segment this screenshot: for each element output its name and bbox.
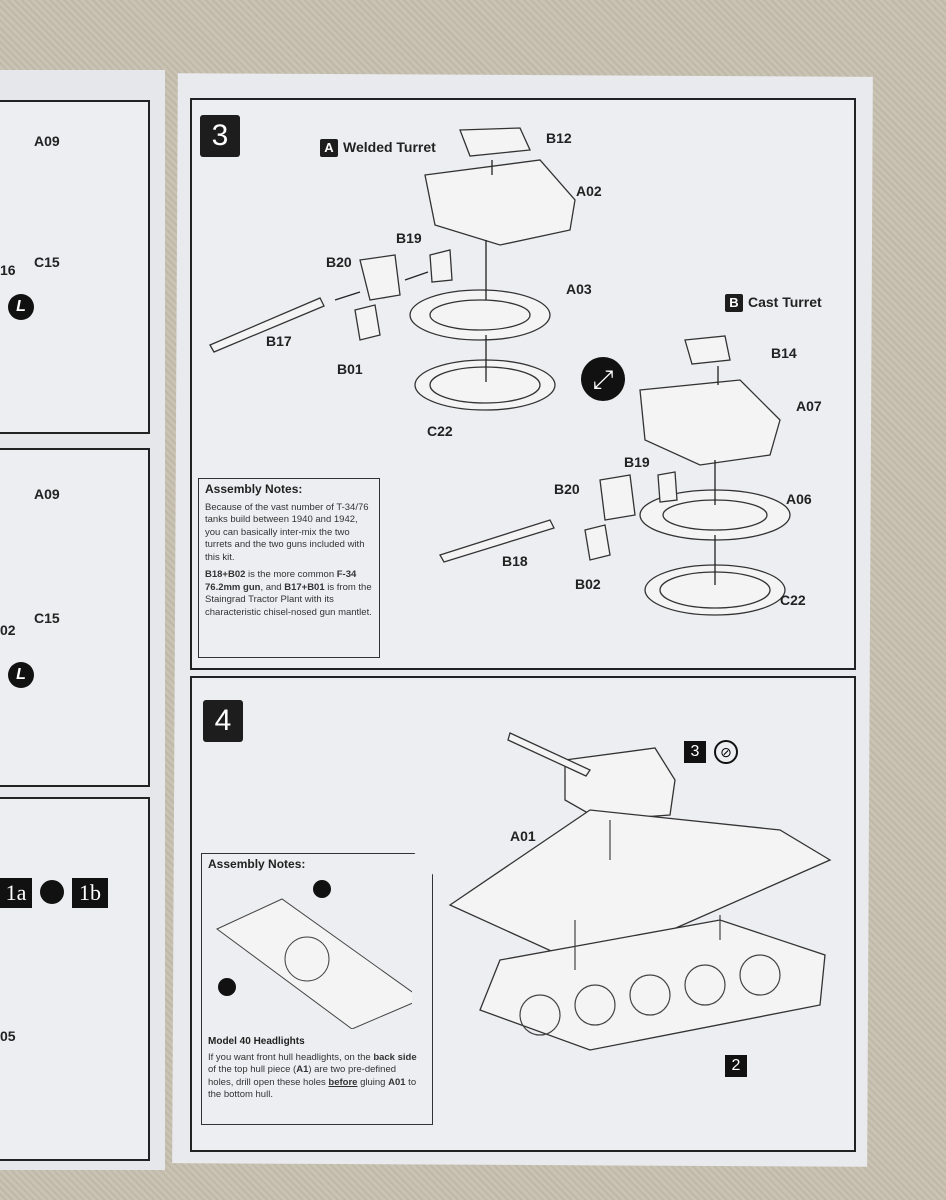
part-label: A09 [34, 133, 60, 149]
part-label: B14 [771, 345, 797, 361]
part-label-a01: A01 [510, 828, 536, 844]
cast-turret-diagram [439, 335, 791, 616]
assembly-notes-step3: Assembly Notes: Because of the vast numb… [198, 478, 380, 658]
part-label: B17 [266, 333, 292, 349]
part-label: 16 [0, 262, 16, 278]
part-label: B18 [502, 553, 528, 569]
or-icon [40, 880, 64, 904]
part-label: B19 [396, 230, 422, 246]
part-label: B02 [575, 576, 601, 592]
notes-subtitle: Model 40 Headlights [208, 1036, 305, 1047]
left-panel-3 [0, 797, 150, 1161]
step-ref-1b: 1b [72, 878, 108, 908]
notes-paragraph-2: B18+B02 is the more common F-34 76.2mm g… [205, 569, 372, 618]
notes-title: Assembly Notes: [205, 482, 303, 496]
welded-turret-diagram [209, 127, 576, 411]
part-label: A02 [576, 183, 602, 199]
step-number: 3 [200, 115, 240, 157]
part-label: C15 [34, 610, 60, 626]
part-label: B12 [546, 130, 572, 146]
part-label: B01 [337, 361, 363, 377]
part-label: A06 [786, 491, 812, 507]
assembly-notes-step4: Assembly Notes: Model 40 Headlights If y… [201, 853, 433, 1125]
part-label: 02 [0, 622, 16, 638]
part-label: B20 [326, 254, 352, 270]
interchangeable-icon: ⤢ [581, 357, 625, 401]
part-label: B20 [554, 481, 580, 497]
part-label: A09 [34, 486, 60, 502]
step-number: 4 [203, 700, 243, 742]
part-label: C15 [34, 254, 60, 270]
step-ref-3: 3 [684, 741, 706, 763]
left-panel-2 [0, 448, 150, 787]
part-label: C22 [780, 592, 806, 608]
notes-paragraph: If you want front hull headlights, on th… [208, 1051, 417, 1101]
step-ref-1a: 1a [0, 878, 32, 908]
part-label: A07 [796, 398, 822, 414]
hull-underside-diagram [216, 880, 412, 1029]
l-icon: L [8, 662, 34, 688]
part-label: C22 [427, 423, 453, 439]
part-label: B19 [624, 454, 650, 470]
l-icon: L [8, 294, 34, 320]
part-label: 05 [0, 1028, 16, 1044]
part-label: A03 [566, 281, 592, 297]
step-ref-2: 2 [725, 1055, 747, 1077]
hull-assembly-diagram [448, 732, 832, 1051]
notes-title: Assembly Notes: [208, 857, 306, 871]
left-panel-1 [0, 100, 150, 434]
no-glue-icon: ⊘ [714, 740, 738, 764]
notes-paragraph-1: Because of the vast number of T-34/76 ta… [205, 501, 369, 563]
